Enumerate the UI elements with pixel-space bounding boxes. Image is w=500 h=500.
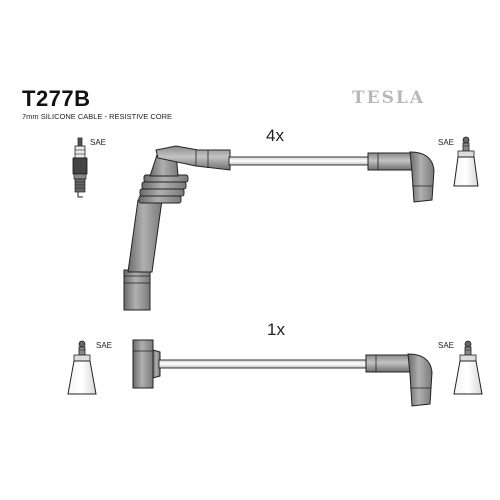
spark-plug-icon	[72, 137, 88, 198]
brand-logo: TESLA	[352, 88, 426, 108]
top-cable-wire	[228, 156, 372, 166]
coil-boot-long	[123, 145, 231, 311]
bottom-right-angle-boot	[365, 353, 433, 407]
bottom-cable-wire	[158, 359, 370, 369]
top-cable-quantity: 4x	[266, 126, 284, 145]
sae-label-top-left: SAE	[90, 138, 107, 147]
cable-spec-subtitle: 7mm SILICONE CABLE - RESISTIVE CORE	[22, 112, 173, 121]
sae-label-bottom-left: SAE	[96, 341, 113, 350]
bottom-cable-assembly	[132, 339, 433, 407]
bottom-cable-quantity: 1x	[267, 320, 285, 339]
terminal-cap-icon-top-right	[453, 136, 479, 187]
bottom-straight-boot	[132, 339, 161, 389]
terminal-cap-icon-bottom-right	[453, 340, 483, 395]
part-code: T277B	[22, 86, 91, 111]
sae-label-top-right: SAE	[438, 138, 455, 147]
top-cable-assembly	[123, 145, 435, 311]
top-right-angle-boot	[367, 151, 435, 203]
sae-label-bottom-right: SAE	[438, 341, 455, 350]
terminal-cap-icon-bottom-left	[67, 340, 97, 395]
